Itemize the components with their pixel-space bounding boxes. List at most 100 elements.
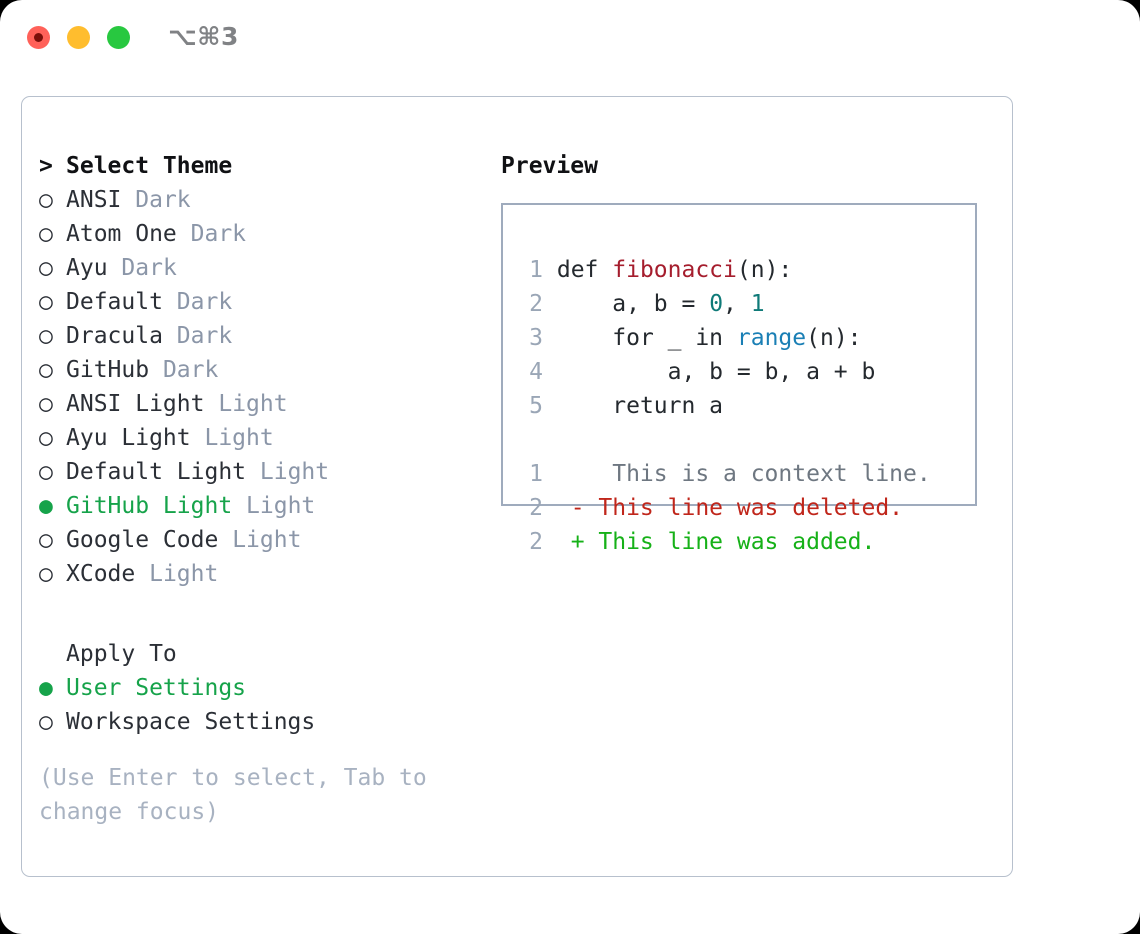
theme-variant-badge: Dark — [135, 187, 191, 213]
radio-selected-icon[interactable]: ● — [39, 675, 53, 701]
theme-option-dracula[interactable]: ○Dracula Dark — [39, 319, 489, 353]
theme-variant-badge: Dark — [121, 255, 177, 281]
apply-to-option-label: Workspace Settings — [66, 709, 316, 735]
gutter-space — [543, 291, 557, 317]
apply-to-header: ○ Apply To — [39, 637, 489, 671]
radio-icon[interactable]: ○ — [39, 289, 53, 315]
diff-sign: + — [543, 529, 585, 555]
theme-option-ayu-light[interactable]: ○Ayu Light Light — [39, 421, 489, 455]
keyboard-shortcut-label: ⌥⌘3 — [168, 22, 239, 51]
theme-option-label: Default Light — [66, 459, 247, 485]
radio-icon[interactable]: ○ — [39, 255, 53, 281]
diff-text: This line was deleted. — [584, 495, 904, 521]
label-spacer — [191, 421, 205, 455]
gutter-space — [543, 393, 557, 419]
line-number: 2 — [529, 495, 543, 521]
theme-option-google-code[interactable]: ○ Google Code Light — [39, 523, 489, 557]
radio-icon[interactable]: ○ — [39, 561, 53, 587]
label-spacer — [177, 217, 191, 251]
theme-option-atom-one[interactable]: ○Atom One Dark — [39, 217, 489, 251]
theme-option-label: XCode — [66, 561, 136, 587]
theme-option-label: Ayu Light — [66, 425, 191, 451]
diff-text: This line was added. — [584, 529, 876, 555]
theme-picker: > Select Theme ○ANSI Dark○Atom One Dark○… — [39, 149, 489, 739]
code-token-plain: (n): — [736, 257, 793, 283]
code-token-plain: (n): — [806, 325, 862, 351]
theme-option-label: ANSI — [66, 187, 122, 213]
radio-icon[interactable]: ○ — [39, 425, 53, 451]
theme-variant-badge: Light — [246, 493, 316, 519]
theme-option-ansi-light[interactable]: ○ANSI Light Light — [39, 387, 489, 421]
code-line: 4 a, b = b, a + b — [521, 355, 969, 389]
radio-icon[interactable]: ○ — [39, 221, 53, 247]
apply-to-option-list: ● User Settings ○ Workspace Settings — [39, 671, 489, 739]
theme-option-github-light[interactable]: ● GitHub Light Light — [39, 489, 489, 523]
theme-variant-badge: Light — [149, 561, 219, 587]
code-token-fn: fibonacci — [612, 257, 737, 283]
code-token-call: range — [736, 325, 807, 351]
theme-picker-header: > Select Theme — [39, 149, 489, 183]
line-number: 2 — [529, 529, 543, 555]
diff-sample: 1 This is a context line.2 - This line w… — [521, 457, 969, 559]
label-spacer — [108, 251, 122, 285]
radio-icon[interactable]: ○ — [39, 357, 53, 383]
label-spacer — [121, 183, 135, 217]
theme-option-default-light[interactable]: ○Default Light Light — [39, 455, 489, 489]
theme-variant-badge: Dark — [176, 323, 233, 349]
radio-icon[interactable]: ○ — [39, 527, 53, 553]
close-icon[interactable] — [27, 26, 50, 49]
main-panel: > Select Theme ○ANSI Dark○Atom One Dark○… — [21, 96, 1013, 877]
radio-icon[interactable]: ○ — [39, 459, 53, 485]
theme-picker-title: Select Theme — [66, 153, 233, 179]
preview-header: Preview — [501, 149, 991, 183]
line-number: 1 — [529, 257, 543, 283]
keyboard-hint: (Use Enter to select, Tab to change focu… — [39, 765, 427, 825]
gutter-space — [543, 359, 557, 385]
code-token-plain: def — [556, 257, 613, 283]
theme-option-ayu[interactable]: ○Ayu Dark — [39, 251, 489, 285]
code-line: 2 a, b = 0, 1 — [521, 287, 969, 321]
code-token-num: 0 — [709, 291, 724, 317]
theme-option-default[interactable]: ○Default Dark — [39, 285, 489, 319]
theme-variant-badge: Light — [232, 527, 302, 553]
code-diff-spacer — [521, 423, 969, 457]
zoom-icon[interactable] — [107, 26, 130, 49]
label-spacer — [246, 455, 260, 489]
theme-variant-badge: Dark — [190, 221, 247, 247]
radio-selected-icon[interactable]: ● — [39, 493, 53, 519]
radio-icon[interactable]: ○ — [39, 187, 53, 213]
radio-icon[interactable]: ○ — [39, 391, 53, 417]
theme-option-label: Google Code — [66, 527, 219, 553]
label-spacer — [232, 489, 246, 523]
line-number: 2 — [529, 291, 543, 317]
apply-to-option-user-settings[interactable]: ● User Settings — [39, 671, 489, 705]
section-spacer — [39, 591, 489, 637]
line-number: 4 — [529, 359, 543, 385]
theme-option-github[interactable]: ○GitHub Dark — [39, 353, 489, 387]
code-token-plain: for _ in — [556, 325, 737, 351]
preview-title: Preview — [501, 153, 598, 179]
apply-to-option-workspace-settings[interactable]: ○ Workspace Settings — [39, 705, 489, 739]
prompt-caret-icon: > — [39, 153, 53, 179]
diff-line-add: 2 + This line was added. — [521, 525, 969, 559]
line-number: 5 — [529, 393, 543, 419]
code-token-num: 1 — [750, 291, 765, 317]
radio-icon[interactable]: ○ — [39, 323, 53, 349]
apply-to-option-label: User Settings — [66, 675, 247, 701]
diff-line-del: 2 - This line was deleted. — [521, 491, 969, 525]
title-bar: ⌥⌘3 — [0, 0, 1140, 78]
label-spacer — [163, 285, 177, 319]
radio-icon[interactable]: ○ — [39, 709, 53, 735]
code-token-plain: a, b = — [556, 291, 710, 317]
line-number: 3 — [529, 325, 543, 351]
code-line: 1 def fibonacci(n): — [521, 253, 969, 287]
theme-option-label: Default — [66, 289, 163, 315]
theme-option-label: GitHub Light — [66, 493, 233, 519]
line-number: 1 — [529, 461, 543, 487]
theme-option-ansi[interactable]: ○ ANSI Dark — [39, 183, 489, 217]
theme-variant-badge: Light — [218, 391, 288, 417]
theme-option-xcode[interactable]: ○ XCode Light — [39, 557, 489, 591]
minimize-icon[interactable] — [67, 26, 90, 49]
